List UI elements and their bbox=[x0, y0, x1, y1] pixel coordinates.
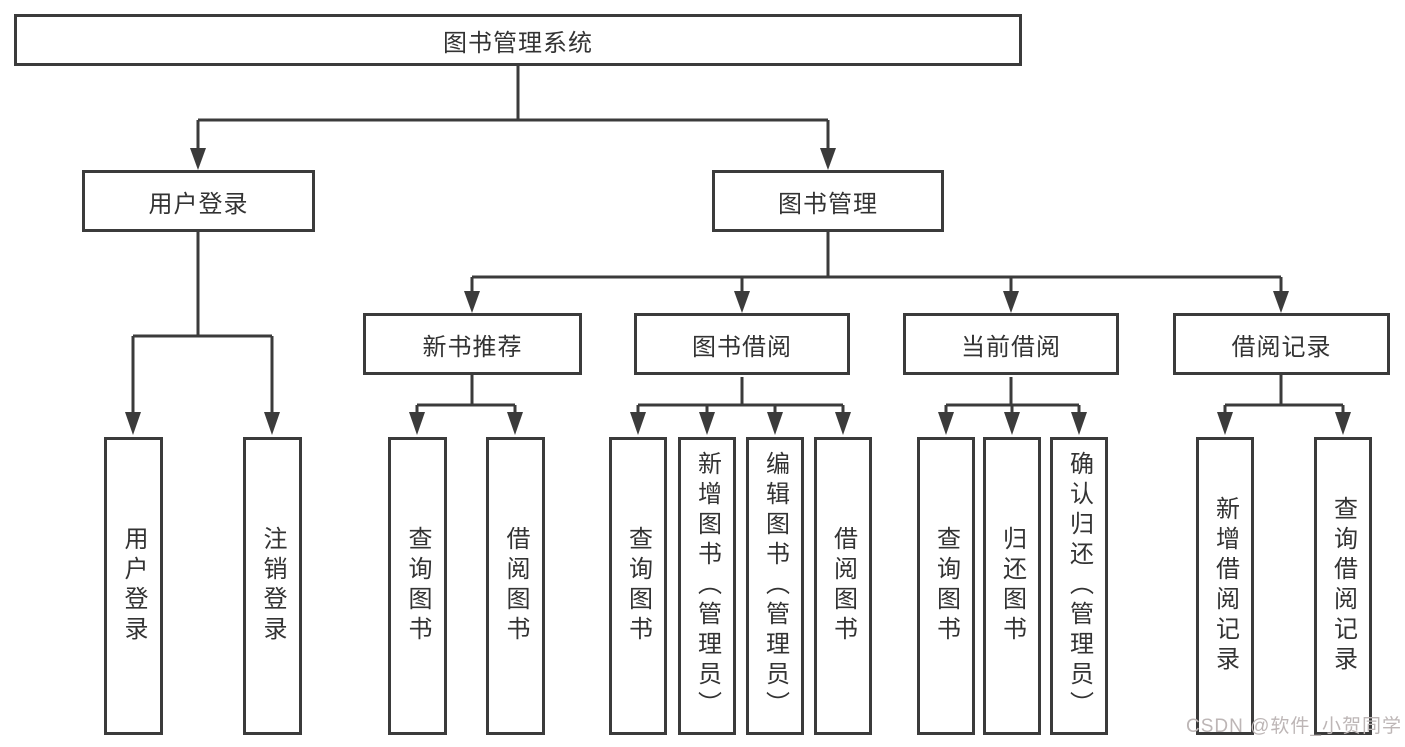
node-label: 新增图书（管理员） bbox=[693, 451, 721, 721]
node-logout: 注销登录 bbox=[243, 437, 302, 735]
node-label: 用户登录 bbox=[120, 526, 147, 646]
node-confirm-return-admin: 确认归还（管理员） bbox=[1050, 437, 1108, 735]
node-new-book-recommend: 新书推荐 bbox=[363, 313, 582, 375]
node-label: 确认归还（管理员） bbox=[1065, 451, 1093, 721]
node-label: 查询图书 bbox=[404, 526, 431, 646]
node-edit-books-admin: 编辑图书（管理员） bbox=[746, 437, 804, 735]
watermark-text: CSDN @软件_小贺同学 bbox=[1186, 716, 1402, 737]
node-add-borrow-record: 新增借阅记录 bbox=[1196, 437, 1254, 735]
node-label: 图书借阅 bbox=[692, 333, 792, 361]
node-label: 图书管理 bbox=[778, 190, 878, 218]
node-return-books: 归还图书 bbox=[983, 437, 1041, 735]
node-query-books-recommend: 查询图书 bbox=[388, 437, 447, 735]
node-label: 注销登录 bbox=[259, 526, 286, 646]
node-library-management-system: 图书管理系统 bbox=[14, 14, 1022, 66]
node-query-books-current: 查询图书 bbox=[917, 437, 975, 735]
node-label: 借阅图书 bbox=[829, 526, 857, 646]
node-label: 借阅图书 bbox=[502, 526, 529, 646]
node-label: 查询图书 bbox=[624, 526, 652, 646]
node-user-login-leaf: 用户登录 bbox=[104, 437, 163, 735]
node-label: 图书管理系统 bbox=[443, 29, 593, 57]
node-add-books-admin: 新增图书（管理员） bbox=[678, 437, 736, 735]
node-user-login: 用户登录 bbox=[82, 170, 315, 232]
node-borrow-books-recommend: 借阅图书 bbox=[486, 437, 545, 735]
node-label: 新增借阅记录 bbox=[1211, 496, 1239, 676]
node-label: 查询图书 bbox=[932, 526, 960, 646]
node-label: 借阅记录 bbox=[1231, 333, 1332, 361]
node-query-books-borrow: 查询图书 bbox=[609, 437, 667, 735]
node-label: 查询借阅记录 bbox=[1329, 496, 1357, 676]
node-query-borrow-record: 查询借阅记录 bbox=[1314, 437, 1372, 735]
node-borrow-books: 借阅图书 bbox=[814, 437, 872, 735]
node-label: 新书推荐 bbox=[422, 333, 523, 361]
node-book-borrowing: 图书借阅 bbox=[634, 313, 850, 375]
node-book-management: 图书管理 bbox=[712, 170, 944, 232]
node-label: 当前借阅 bbox=[961, 333, 1061, 361]
node-current-borrowing: 当前借阅 bbox=[903, 313, 1119, 375]
node-borrowing-records: 借阅记录 bbox=[1173, 313, 1390, 375]
node-label: 归还图书 bbox=[998, 526, 1026, 646]
node-label: 编辑图书（管理员） bbox=[761, 451, 789, 721]
arrowheads bbox=[125, 148, 1351, 435]
node-label: 用户登录 bbox=[148, 190, 249, 218]
